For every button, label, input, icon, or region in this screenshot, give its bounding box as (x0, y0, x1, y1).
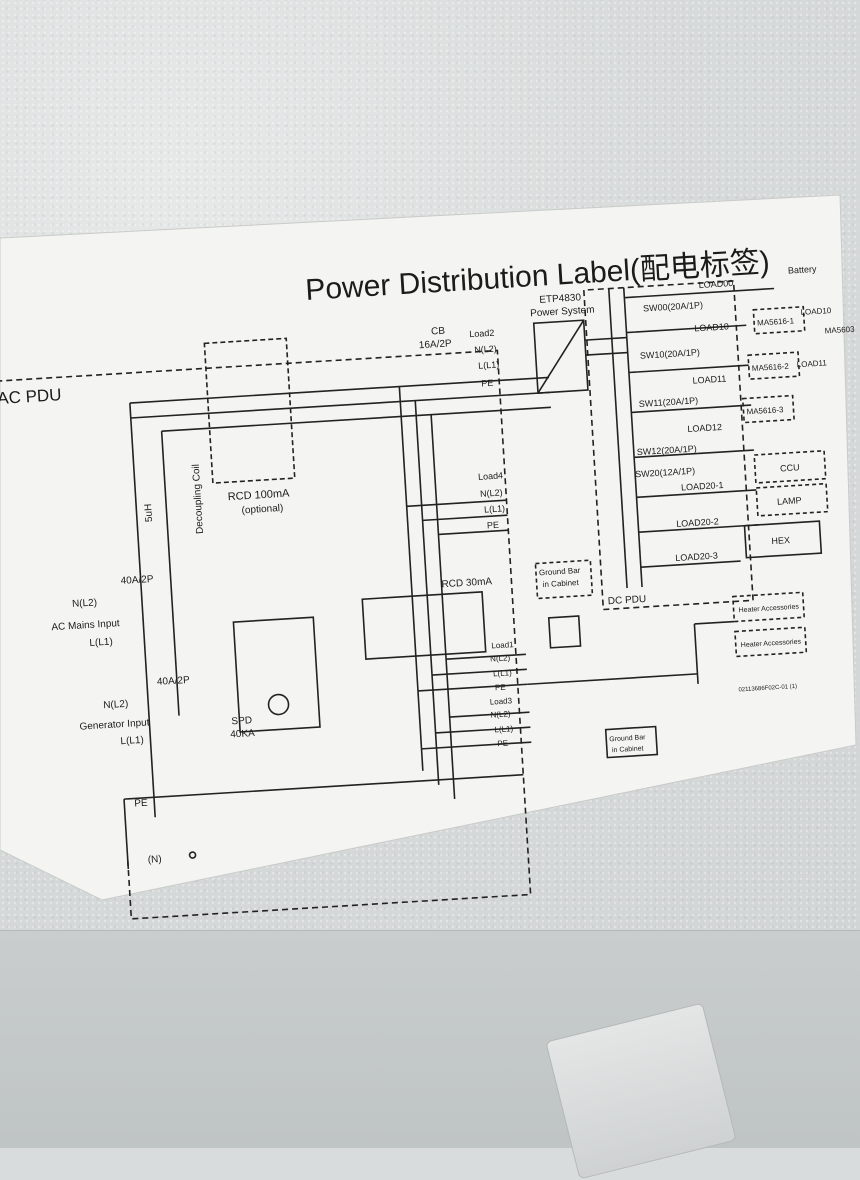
load3-l: L(L1) (494, 724, 514, 734)
load20-2-label: LOAD20-2 (676, 516, 719, 529)
load4-pe: PE (487, 520, 500, 531)
load2-pe: PE (481, 378, 494, 389)
power-distribution-label: Power Distribution Label(配电标签) (0, 194, 857, 920)
sw20-label: SW20(12A/1P) (635, 466, 696, 480)
inductor-label: 5uH (143, 503, 155, 522)
mains-n-label: N(L2) (72, 597, 98, 610)
load2-l: L(L1) (478, 359, 500, 370)
hex-box (743, 520, 823, 559)
ma5616-3-box (741, 394, 795, 424)
load00-label: LOAD00 (698, 278, 733, 290)
ma5616-3-label: MA5616-3 (746, 405, 784, 416)
sw11-label: SW11(20A/1P) (639, 395, 699, 409)
heater-box-2 (734, 626, 808, 658)
ccu-label: CCU (780, 462, 800, 473)
ground-bar-cabinet-1: Ground Bar (609, 734, 646, 743)
etp-model: ETP4830 (539, 292, 582, 306)
neutral-label: (N) (147, 854, 162, 866)
sw10-label: SW10(20A/1P) (640, 347, 701, 361)
pe-label: PE (134, 798, 148, 810)
ac-mains-input-label: AC Mains Input (51, 618, 120, 633)
ground-bar-line1: Ground Bar (539, 566, 581, 578)
load2-title: Load2 (469, 328, 495, 340)
load10-label: LOAD10 (694, 321, 729, 333)
spd-rating: 40KA (230, 728, 255, 740)
decoupling-label: Decoupling Coil (191, 464, 206, 535)
load20-1-label: LOAD20-1 (681, 480, 724, 493)
lamp-box (755, 482, 829, 517)
rcd30-box (361, 591, 487, 660)
cb-rating: 16A/2P (419, 338, 453, 351)
gen-l-label: L(L1) (120, 735, 144, 747)
load4-title: Load4 (478, 470, 504, 482)
mains-l-label: L(L1) (89, 637, 113, 649)
battery-label: Battery (788, 264, 818, 276)
ground-bar-cabinet-box (604, 725, 659, 759)
ground-bar-box (534, 559, 594, 600)
lamp-label: LAMP (777, 495, 802, 506)
ma5616-1-label: MA5616-1 (757, 316, 795, 327)
sw12-label: SW12(20A/1P) (636, 444, 697, 458)
rcd100-label: RCD 100mA (227, 487, 290, 503)
ground-bar-line2: in Cabinet (542, 578, 579, 589)
cb-label: CB (431, 326, 446, 338)
ccu-box (753, 449, 827, 484)
generator-input-label: Generator Input (79, 717, 150, 732)
load3-title: Load3 (490, 696, 513, 706)
ma5616-2-box (747, 351, 801, 381)
rcd100-optional: (optional) (241, 503, 283, 517)
ac-pdu-frame (0, 349, 532, 920)
load20-3-label: LOAD20-3 (675, 550, 718, 563)
breaker-main-rating: 40A/2P (120, 574, 154, 587)
rcd30-label: RCD 30mA (441, 576, 492, 590)
load11-box-label: LOAD11 (796, 358, 827, 369)
ma5616-2-label: MA5616-2 (752, 362, 790, 373)
ac-pdu-title: AC PDU (0, 385, 62, 408)
ma5616-1-box (752, 305, 806, 335)
hex-label: HEX (771, 535, 790, 546)
load1-pe: PE (495, 683, 506, 693)
load1-n: N(L2) (490, 653, 511, 663)
ground-bar-cabinet-2: in Cabinet (612, 745, 644, 754)
gen-n-label: N(L2) (103, 699, 129, 712)
spd-label: SPD (231, 715, 252, 727)
part-number: 02113686F02C-01 (1) (738, 684, 797, 694)
load4-l: L(L1) (484, 503, 506, 514)
etp-desc: Power System (530, 305, 595, 320)
sw00-label: SW00(20A/1P) (643, 300, 704, 314)
load2-n: N(L2) (474, 344, 497, 355)
dc-pdu-frame (583, 280, 754, 611)
label-sticker (0, 194, 857, 901)
dc-pdu-title: DC PDU (608, 594, 647, 607)
load4-n: N(L2) (480, 487, 503, 498)
load3-pe: PE (497, 739, 508, 749)
load12-label: LOAD12 (687, 422, 722, 434)
heater-label-1: Heater Accessories (738, 604, 799, 615)
heater-box-1 (731, 591, 806, 623)
load1-title: Load1 (491, 640, 514, 650)
heater-label-2: Heater Accessories (741, 638, 802, 649)
load1-l: L(L1) (493, 668, 513, 678)
load3-n: N(L2) (490, 709, 511, 719)
load11-label: LOAD11 (692, 374, 726, 386)
spd-box (232, 616, 321, 733)
breaker-gen-rating: 40A/2P (157, 675, 191, 688)
ma5603-label: MA5603 (824, 325, 855, 336)
load10-box-label: LOAD10 (800, 306, 832, 317)
